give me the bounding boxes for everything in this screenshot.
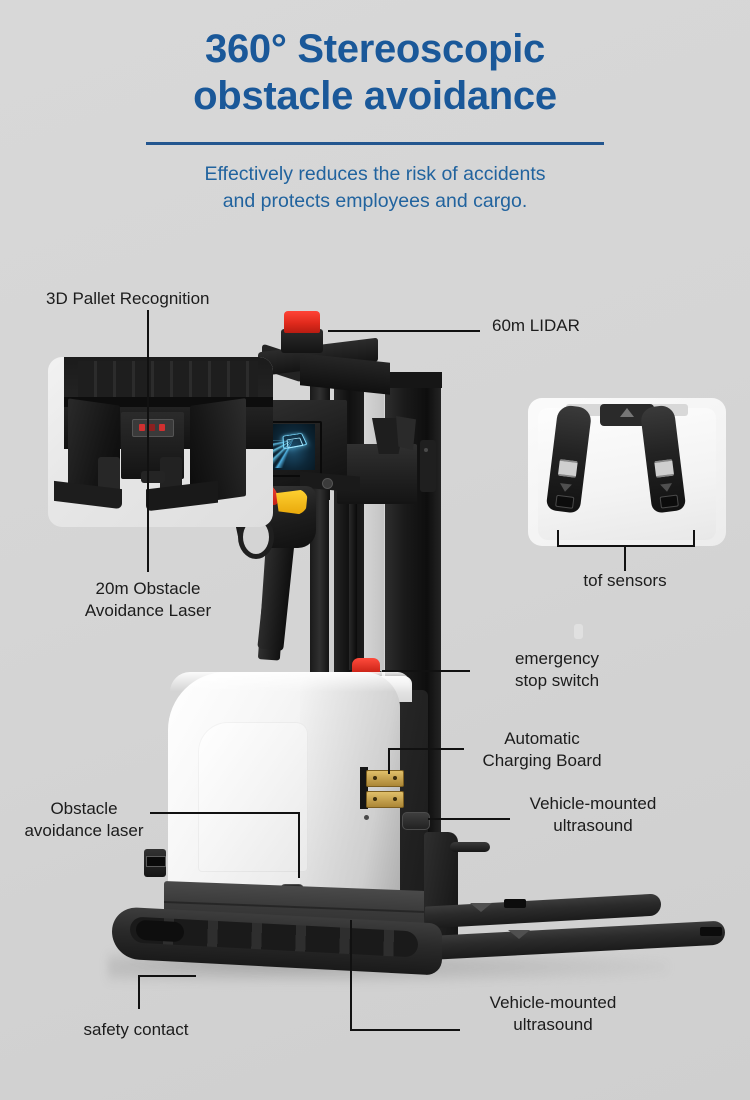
leader-ultrasound-lower-horizontal: [350, 1029, 460, 1031]
title-line-2: obstacle avoidance: [193, 74, 557, 119]
fork-front-chevron: [508, 930, 530, 939]
charging-contact-upper: [366, 770, 404, 787]
label-tof-sensors: tof sensors: [583, 571, 667, 590]
display-screen: [271, 424, 315, 470]
tof-fork-chevron-left: [559, 483, 572, 493]
mast-side-bracket: [420, 440, 436, 492]
leader-obstacle-laser-20m: [147, 530, 149, 572]
body-fastener: [364, 815, 369, 820]
tof-fork-clip-left: [557, 458, 578, 478]
scan-fan-graphic: [273, 440, 313, 468]
fork-rear-notch: [504, 899, 526, 908]
charging-plate-backing: [360, 767, 368, 809]
tilt-bracket-secondary: [396, 416, 416, 450]
pallet-inset-slats: [78, 361, 258, 399]
fork-front-notch: [700, 927, 722, 936]
pallet-inset-tine-left: [98, 457, 120, 493]
emergency-stop-icon: [352, 658, 380, 674]
body-top-edge-highlight: [170, 672, 410, 692]
tof-sensor-icon-left: [555, 494, 575, 509]
label-obstacle-laser-20m: 20m Obstacle Avoidance Laser: [84, 579, 212, 620]
display-bezel: [268, 421, 322, 477]
hydraulic-cylinder: [349, 500, 357, 670]
label-ultrasound-upper: Vehicle-mounted ultrasound: [529, 794, 657, 835]
pallet-recognition-camera-icon: [132, 419, 174, 437]
label-obstacle-avoidance-laser: Obstacle avoidance laser: [24, 799, 144, 840]
body-access-panel: [198, 722, 308, 872]
leader-emergency-stop: [382, 670, 470, 672]
drive-wheel-well: [136, 919, 184, 943]
inset-tof-sensors: [528, 398, 726, 546]
fork-rear: [425, 893, 661, 929]
obstacle-laser-lens: [146, 856, 166, 867]
leader-ultrasound-upper: [428, 818, 510, 820]
label-ultrasound-lower: Vehicle-mounted ultrasound: [489, 993, 617, 1034]
fork-pivot-pin: [450, 842, 490, 852]
inset-pallet-recognition: [48, 357, 273, 527]
leader-tof-tick-right: [693, 530, 695, 546]
pallet-inset-floor-right: [146, 480, 218, 512]
tof-sensor-icon-right: [659, 494, 679, 509]
leader-safety-contact-horizontal: [138, 975, 196, 977]
tof-fork-chevron-right: [660, 483, 673, 493]
leader-lidar: [328, 330, 480, 332]
title-divider: [146, 142, 604, 146]
pallet-inset-nose-sensor: [141, 471, 165, 483]
ultrasound-sensor-right: [402, 812, 430, 830]
subtitle-line-1: Effectively reduces the risk of accident…: [204, 163, 546, 186]
tiller-yellow-lever: [276, 489, 308, 515]
lidar-icon: [284, 311, 583, 639]
leader-obstacle-laser-horizontal: [150, 812, 300, 814]
lidar-highlight: [574, 624, 583, 639]
leader-ultrasound-lower-vertical: [350, 920, 352, 1030]
leader-tof-tick-left: [557, 530, 559, 546]
leader-tof-drop: [624, 545, 626, 571]
display-adjust-knob: [322, 478, 333, 489]
label-emergency-stop: emergency stop switch: [514, 649, 600, 690]
body-white-shading: [300, 672, 400, 904]
leader-charging-horizontal: [388, 748, 464, 750]
label-safety-contact: safety contact: [83, 1020, 189, 1039]
mast-pin: [424, 448, 428, 452]
leader-safety-contact-vertical: [138, 975, 140, 1009]
page-subtitle: Effectively reduces the risk of accident…: [0, 161, 750, 214]
label-lidar: 60m LIDAR: [492, 316, 580, 335]
label-auto-charging-board: Automatic Charging Board: [482, 729, 602, 770]
label-pallet-recognition: 3D Pallet Recognition: [46, 289, 210, 308]
leader-obstacle-laser-vertical: [298, 812, 300, 878]
leader-charging-vertical: [388, 748, 390, 774]
title-line-1: 360° Stereoscopic: [205, 27, 545, 71]
pallet-inset-crossbar: [64, 397, 273, 407]
subtitle-line-2: and protects employees and cargo.: [222, 189, 528, 212]
charging-contact-lower: [366, 791, 404, 808]
lidar-base: [281, 329, 323, 353]
tof-fork-clip-right: [654, 458, 675, 478]
leader-pallet-recognition: [147, 310, 149, 530]
leader-tof-bracket: [557, 545, 695, 547]
mast-carriage-block: [337, 444, 417, 504]
fork-rear-chevron: [470, 903, 492, 912]
